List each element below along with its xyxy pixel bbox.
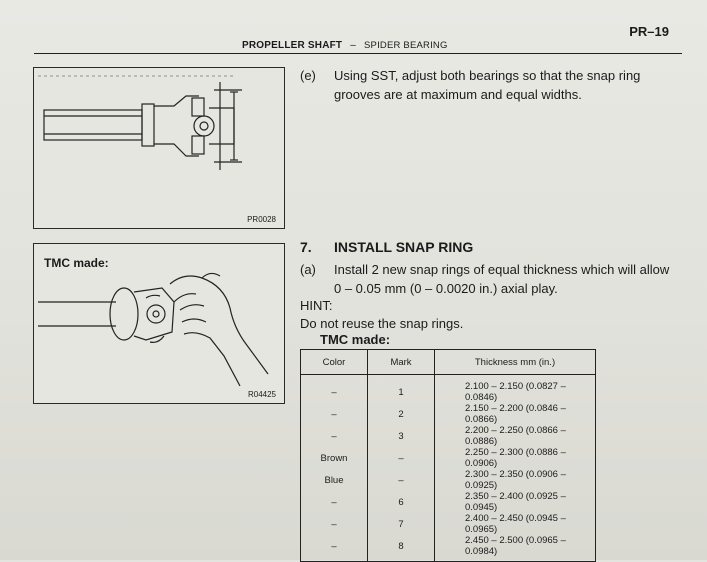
column-header-mark: Mark (367, 349, 435, 375)
cell-mark: – (367, 447, 435, 469)
step-a: (a) Install 2 new snap rings of equal thi… (300, 260, 685, 298)
figure-code: R04425 (247, 390, 276, 399)
cell-thickness: 2.450 – 2.500 (0.0965 – 0.0984) (434, 535, 596, 562)
hint-text: Do not reuse the snap rings. (300, 316, 464, 331)
cell-color: Blue (300, 469, 368, 491)
cell-thickness: 2.200 – 2.250 (0.0866 – 0.0886) (434, 425, 596, 447)
cell-color: – (300, 513, 368, 535)
table-title: TMC made: (320, 332, 391, 347)
cell-thickness: 2.250 – 2.300 (0.0886 – 0.0906) (434, 447, 596, 469)
header-separator: – (350, 40, 356, 51)
hint-title: HINT: (300, 298, 333, 313)
header-section: PROPELLER SHAFT (242, 40, 343, 51)
step-a-line1: Install 2 new snap rings of equal thickn… (334, 262, 670, 277)
cell-color: – (300, 374, 368, 403)
step-e-line1: Using SST, adjust both bearings so that … (334, 68, 641, 83)
cell-thickness: 2.300 – 2.350 (0.0906 – 0.0925) (434, 469, 596, 491)
cell-color: – (300, 491, 368, 513)
cell-mark: 6 (367, 491, 435, 513)
cell-mark: 2 (367, 403, 435, 425)
hand-illustration (38, 272, 269, 387)
cell-mark: 1 (367, 374, 435, 403)
cell-mark: 7 (367, 513, 435, 535)
yoke-illustration (38, 75, 242, 170)
cell-color: – (300, 403, 368, 425)
page-number: PR–19 (629, 24, 669, 39)
cell-color: Brown (300, 447, 368, 469)
cell-thickness: 2.400 – 2.450 (0.0945 – 0.0965) (434, 513, 596, 535)
step-e: (e) Using SST, adjust both bearings so th… (300, 66, 680, 104)
step-e-line2: grooves are at maximum and equal widths. (334, 87, 582, 102)
page-header: PROPELLER SHAFT–SPIDER BEARING (242, 40, 448, 51)
step-e-label: (e) (300, 68, 316, 83)
cell-thickness: 2.350 – 2.400 (0.0925 – 0.0945) (434, 491, 596, 513)
cell-mark: – (367, 469, 435, 491)
cell-color: – (300, 535, 368, 562)
figure-label: TMC made: (44, 256, 109, 270)
header-subsection: SPIDER BEARING (364, 40, 448, 51)
section-title: 7. INSTALL SNAP RING (300, 239, 473, 255)
figure-yoke-adjustment: PR0028 (33, 67, 285, 229)
cell-thickness: 2.100 – 2.150 (0.0827 – 0.0846) (434, 374, 596, 403)
step-a-label: (a) (300, 262, 316, 277)
section-number: 7. (300, 239, 312, 255)
column-header-thickness: Thickness mm (in.) (434, 349, 596, 375)
table-row: Blue–2.300 – 2.350 (0.0906 – 0.0925) (300, 469, 596, 491)
cell-color: – (300, 425, 368, 447)
section-heading: INSTALL SNAP RING (334, 239, 474, 255)
cell-thickness: 2.150 – 2.200 (0.0846 – 0.0866) (434, 403, 596, 425)
column-header-color: Color (300, 349, 368, 375)
figure-code: PR0028 (247, 215, 276, 224)
cell-mark: 8 (367, 535, 435, 562)
step-a-line2: 0 – 0.05 mm (0 – 0.0020 in.) axial play. (334, 281, 558, 296)
cell-mark: 3 (367, 425, 435, 447)
table-row: Brown–2.250 – 2.300 (0.0886 – 0.0906) (300, 447, 596, 469)
header-rule (34, 53, 682, 54)
figure-snap-ring-install: TMC made: R04425 (33, 243, 285, 404)
